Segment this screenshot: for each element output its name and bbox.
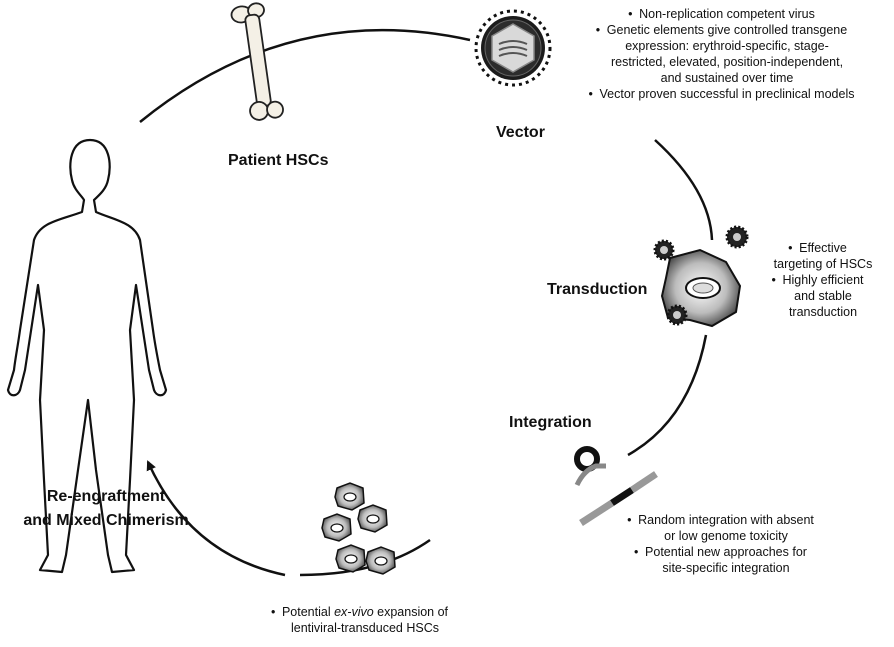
integration-note-continued: site-specific integration <box>662 561 790 575</box>
integration-label: Integration <box>509 414 592 431</box>
vector-note-continued: expression: erythroid-specific, stage- <box>625 39 829 53</box>
integration-icon <box>574 446 658 526</box>
expansion-note-continued: lentiviral-transduced HSCs <box>291 621 439 635</box>
expansion-note: Potential ex-vivo expansion of <box>250 604 480 620</box>
transduction-note: Highly efficient <box>756 272 890 288</box>
expanded-hsc-cells-icon <box>321 482 396 575</box>
reengraftment-label-line2: and Mixed Chimerism <box>23 512 189 529</box>
reengraftment-label-line1: Re-engraftment <box>46 488 166 505</box>
integration-note-continued: or low genome toxicity <box>664 529 788 543</box>
transduction-note-continued: targeting of HSCs <box>773 257 873 271</box>
transduction-notes: Effective targeting of HSCs Highly effic… <box>756 240 890 320</box>
transduction-cell-icon <box>653 225 749 328</box>
lentivirus-icon <box>474 9 552 87</box>
expansion-note-italic: ex-vivo <box>334 605 374 619</box>
vector-note-continued: restricted, elevated, position-independe… <box>610 55 844 69</box>
vector-note: Vector proven successful in preclinical … <box>564 86 890 102</box>
vector-note-continued: and sustained over time <box>660 71 794 85</box>
integration-notes: Random integration with absent or low ge… <box>606 512 846 576</box>
cycle-arrow-to-patient <box>146 460 286 577</box>
reengraftment-label: Re-engraftment and Mixed Chimerism <box>0 485 212 533</box>
cycle-arc-right-upper <box>654 139 714 241</box>
vector-note: Genetic elements give controlled transge… <box>564 22 890 38</box>
cycle-arc-right-lower <box>627 334 708 457</box>
transduction-note-continued: transduction <box>788 305 858 319</box>
bone-icon <box>230 2 284 121</box>
vector-notes: Non-replication competent virus Genetic … <box>564 6 890 102</box>
transduction-note-continued: and stable <box>794 289 852 303</box>
expansion-note-prefix: Potential <box>281 605 335 619</box>
integration-note: Potential new approaches for <box>606 544 846 560</box>
vector-label: Vector <box>496 124 545 141</box>
integration-note: Random integration with absent <box>606 512 846 528</box>
expansion-note-suffix: expansion of <box>373 605 449 619</box>
transduction-label: Transduction <box>547 281 648 298</box>
human-patient-icon <box>6 138 168 574</box>
patient-hscs-label: Patient HSCs <box>228 152 329 169</box>
cycle-arc-top <box>139 28 471 123</box>
vector-note: Non-replication competent virus <box>564 6 890 22</box>
transduction-note: Effective <box>756 240 890 256</box>
expansion-notes: Potential ex-vivo expansion of lentivira… <box>250 604 480 636</box>
